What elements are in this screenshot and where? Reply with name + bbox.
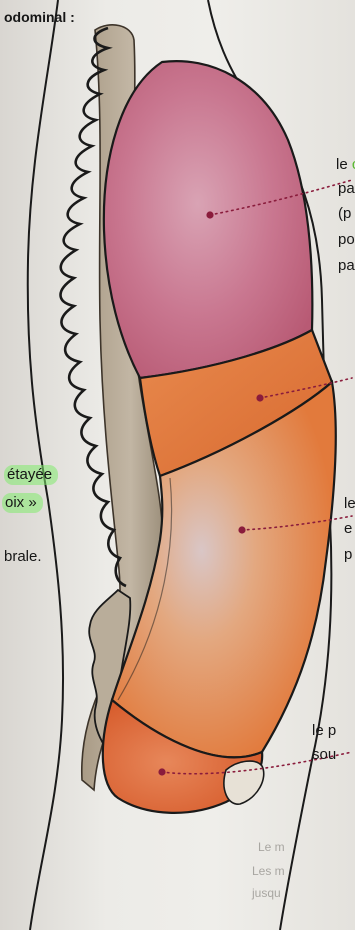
heading-fragment: odominal : xyxy=(4,8,75,26)
right-label-2-line-3: p xyxy=(344,546,352,564)
right-label-2-line-1: le xyxy=(344,495,355,513)
diaphragm-dot xyxy=(256,394,263,401)
right-label-1-prefix: le xyxy=(336,156,352,173)
faint-line-3: jusqu xyxy=(252,884,281,902)
right-label-1-line-2: pa xyxy=(338,180,355,198)
abdomen-dot xyxy=(238,526,245,533)
right-label-1-line-1: le c xyxy=(336,156,355,174)
right-label-1-line-3: (p xyxy=(338,205,351,223)
highlight-2: oix » xyxy=(2,493,43,513)
right-label-2-line-2: e xyxy=(344,520,352,538)
pelvic-dot xyxy=(158,768,165,775)
lung-dot xyxy=(206,211,213,218)
lung-region xyxy=(104,61,313,378)
faint-line-2: Les m xyxy=(252,862,285,880)
left-text-line-1: étayée xyxy=(4,466,58,484)
right-label-3-line-1: le p xyxy=(312,722,336,740)
right-label-1-line-4: po xyxy=(338,231,355,249)
right-label-1-line-5: pa xyxy=(338,257,355,275)
highlight-1: étayée xyxy=(4,465,58,485)
right-label-3-line-2: sou xyxy=(312,746,336,764)
left-text-line-2: oix » xyxy=(2,494,43,512)
faint-line-1: Le m xyxy=(258,838,285,856)
pubic-bone xyxy=(224,761,264,804)
left-text-line-3: brale. xyxy=(4,548,42,566)
